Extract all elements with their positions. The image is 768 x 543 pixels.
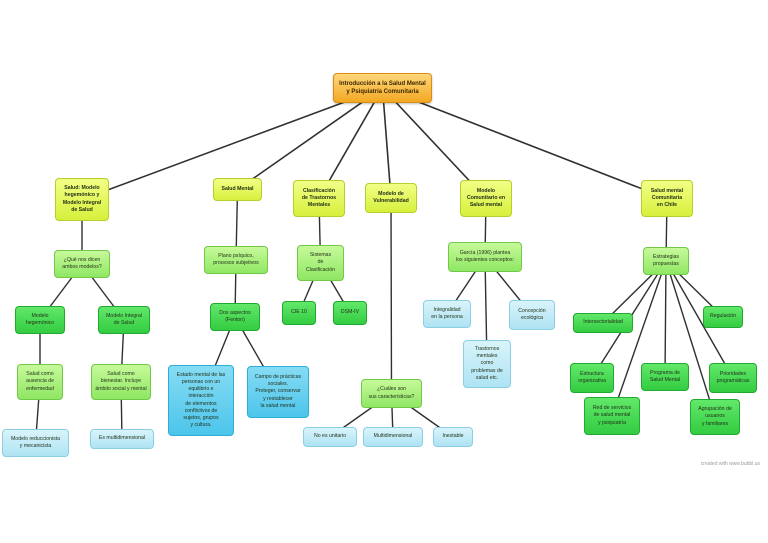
- node-estrategias-propuestas[interactable]: Estrategias propuestas: [643, 247, 689, 275]
- connector-line: [382, 87, 668, 200]
- node-estado-mental[interactable]: Estado mental de las personas con un equ…: [168, 365, 234, 436]
- node-regulacion[interactable]: Regulación: [703, 306, 743, 328]
- topic-modelo-hegemonico-integral[interactable]: Salud: Modelo hegemónico y Modelo Integr…: [55, 178, 109, 221]
- node-red-de-servicios[interactable]: Red de servicios de salud mental y psiqu…: [584, 397, 640, 435]
- topic-clasificacion-trastornos[interactable]: Clasificación de Trastornos Mentales: [293, 180, 345, 217]
- node-concepcion-ecologica[interactable]: Concepción ecológica: [509, 300, 555, 330]
- connector-line: [665, 260, 734, 379]
- node-plano-psiquico[interactable]: Plano psíquico, procesos subjetivos: [204, 246, 268, 274]
- node-dos-aspectos[interactable]: Dos aspectos (Fenton): [210, 303, 260, 331]
- connector-line: [381, 87, 392, 199]
- node-intersectorialidad[interactable]: Intersectorialidad: [573, 313, 633, 333]
- node-campo-practicas-sociales[interactable]: Campo de prácticas sociales. Proteger, c…: [247, 366, 309, 418]
- connector-line: [390, 197, 393, 394]
- connector-line: [665, 260, 716, 418]
- node-cie-10[interactable]: CIE 10: [282, 301, 316, 325]
- topic-modelo-comunitario[interactable]: Modelo Comunitario en Salud mental: [460, 180, 512, 217]
- node-prioridades-programaticas[interactable]: Prioridades programáticas: [709, 363, 757, 393]
- connector-line: [81, 87, 383, 201]
- node-sistemas-clasificacion[interactable]: Sistemas de Clasificación: [297, 245, 344, 281]
- node-dsm-iv[interactable]: DSM-IV: [333, 301, 367, 325]
- topic-salud-mental-chile[interactable]: Salud mental Comunitaria en Chile: [641, 180, 693, 217]
- topic-modelo-vulnerabilidad[interactable]: Modelo de Vulnerabilidad: [365, 183, 417, 213]
- node-modelo-integral[interactable]: Modelo Integral de Salud: [98, 306, 150, 334]
- node-garcia-1996[interactable]: García (1996) plantea los siguientes con…: [448, 242, 522, 272]
- node-es-multidimensional[interactable]: Es multidimensional: [90, 429, 154, 449]
- question-caracteristicas[interactable]: ¿Cuáles son sus características?: [361, 379, 422, 408]
- node-estructura-organizativa[interactable]: Estructura organizativa: [570, 363, 614, 393]
- node-agrupacion-usuarios[interactable]: Agrupación de usuarios y familiares: [690, 399, 740, 435]
- node-salud-bienestar[interactable]: Salud como bienestar. Incluye ámbito soc…: [91, 364, 151, 400]
- node-integralidad-persona[interactable]: Integralidad en la persona: [423, 300, 471, 328]
- node-salud-ausencia-enfermedad[interactable]: Salud como ausencia de enfermedad: [17, 364, 63, 400]
- node-inestable[interactable]: Inestable: [433, 427, 473, 447]
- connector-line: [664, 260, 667, 378]
- node-trastornos-mentales[interactable]: Trastornos mentales como problemas de sa…: [463, 340, 511, 388]
- connector-line: [611, 260, 667, 417]
- question-que-nos-dicen[interactable]: ¿Qué nos dicen ambos modelos?: [54, 250, 110, 278]
- node-no-es-unitario[interactable]: No es unitario: [303, 427, 357, 447]
- node-modelo-hegemonico[interactable]: Modelo hegemónico: [15, 306, 65, 334]
- topic-salud-mental[interactable]: Salud Mental: [213, 178, 262, 201]
- node-multidimensional[interactable]: Multidimensional: [363, 427, 423, 447]
- node-programa-salud-mental[interactable]: Programa de Salud Mental: [641, 363, 689, 391]
- node-modelo-reduccionista[interactable]: Modelo reduccionista y mecanicista: [2, 429, 69, 457]
- credit-text: created with www.bubbl.us: [700, 461, 760, 467]
- connector-line: [237, 87, 383, 191]
- root-topic[interactable]: Introducción a la Salud Mental y Psiquia…: [333, 73, 432, 103]
